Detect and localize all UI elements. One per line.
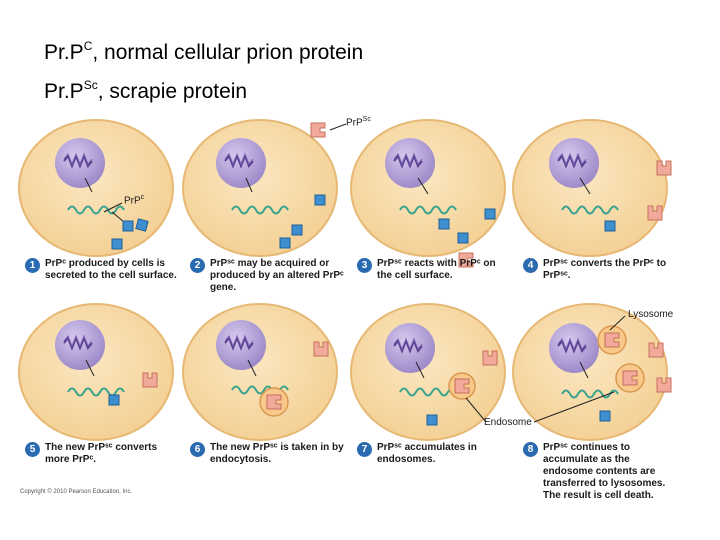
cell-step-4 <box>512 119 672 257</box>
step-text: PrPˢᶜ continues to accumulate as the end… <box>543 442 666 501</box>
step-number-badge: 5 <box>25 442 40 457</box>
step-number-badge: 7 <box>357 442 372 457</box>
step-number-badge: 2 <box>190 258 205 273</box>
step-caption-4: 4 PrPˢᶜ converts the PrPᶜ to PrPˢᶜ. <box>523 258 673 282</box>
step-number-badge: 1 <box>25 258 40 273</box>
step-text: PrPˢᶜ accumulates in endosomes. <box>377 442 477 465</box>
cell-step-1 <box>18 119 174 257</box>
copyright-notice: Copyright © 2010 Pearson Education, Inc. <box>20 489 133 495</box>
title-line-prpsc: Pr.PSc, scrapie protein <box>44 78 248 103</box>
cell-step-3 <box>350 119 506 257</box>
title-line-prpc: Pr.PC, normal cellular prion protein <box>44 39 364 64</box>
incoming-prpsc <box>310 122 347 138</box>
endosome-leader-a <box>465 397 487 423</box>
step-text: PrPᶜ produced by cells is secreted to th… <box>45 258 177 281</box>
step-caption-2: 2 PrPˢᶜ may be acquired or produced by a… <box>190 258 345 294</box>
slide-title: Pr.PC, normal cellular prion protein Pr.… <box>44 30 363 108</box>
cell-step-5 <box>18 303 174 441</box>
step-caption-5: 5 The new PrPˢᶜ converts more PrPᶜ. <box>25 442 180 466</box>
step-number-badge: 4 <box>523 258 538 273</box>
step-number-badge: 3 <box>357 258 372 273</box>
step-number-badge: 8 <box>523 442 538 457</box>
endosome-leader-b <box>533 391 615 423</box>
step-text: PrPˢᶜ reacts with PrPᶜ on the cell surfa… <box>377 258 496 281</box>
step-caption-8: 8 PrPˢᶜ continues to accumulate as the e… <box>523 442 678 502</box>
endosome-label: Endosome <box>484 417 532 428</box>
step-text: The new PrPˢᶜ converts more PrPᶜ. <box>45 442 158 465</box>
step-caption-3: 3 PrPˢᶜ reacts with PrPᶜ on the cell sur… <box>357 258 507 282</box>
step-caption-1: 1 PrPᶜ produced by cells is secreted to … <box>25 258 180 282</box>
prpsc-label: PrPSc <box>346 116 371 129</box>
step-caption-7: 7 PrPˢᶜ accumulates in endosomes. <box>357 442 507 466</box>
cell-step-7 <box>350 303 506 441</box>
step-number-badge: 6 <box>190 442 205 457</box>
step-text: PrPˢᶜ may be acquired or produced by an … <box>210 258 344 293</box>
step-text: The new PrPˢᶜ is taken in by endocytosis… <box>210 442 344 465</box>
step-text: PrPˢᶜ converts the PrPᶜ to PrPˢᶜ. <box>543 258 667 281</box>
step-caption-6: 6 The new PrPˢᶜ is taken in by endocytos… <box>190 442 345 466</box>
cell-step-2 <box>182 119 338 257</box>
prpc-label: PrPc <box>124 194 145 207</box>
lysosome-leader <box>609 315 626 331</box>
lysosome-label: Lysosome <box>628 309 674 320</box>
prpc-leader <box>103 202 123 213</box>
cell-step-6 <box>182 303 338 441</box>
cell-step-8 <box>512 303 672 441</box>
